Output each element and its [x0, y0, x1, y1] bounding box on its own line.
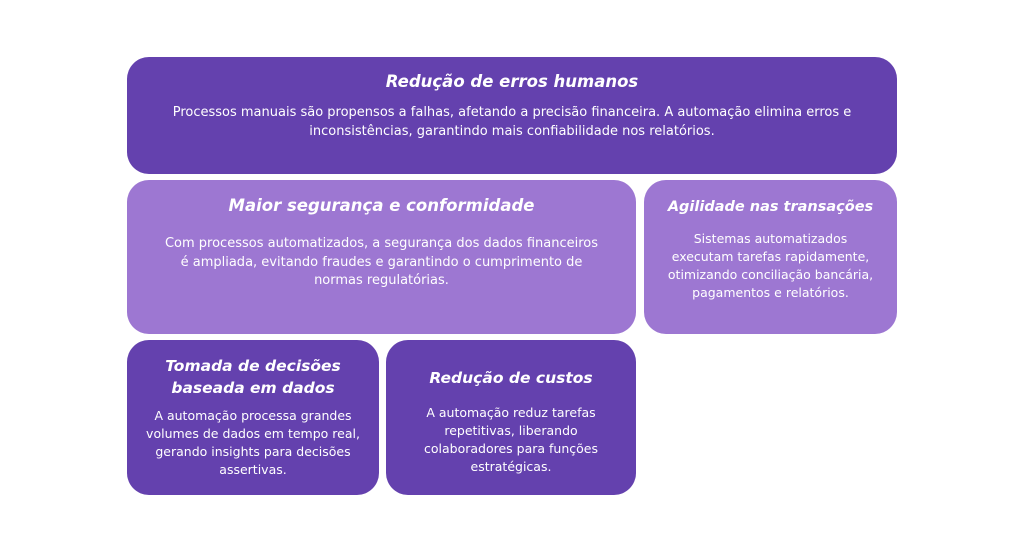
card-title: Maior segurança e conformidade — [228, 196, 535, 215]
card-tomada-decisoes: Tomada de decisões baseada em dados A au… — [127, 340, 379, 495]
card-title: Redução de erros humanos — [385, 72, 639, 91]
card-body: Processos manuais são propensos a falhas… — [172, 105, 852, 139]
card-title: Redução de custos — [429, 369, 593, 387]
card-body: A automação processa grandes volumes de … — [146, 408, 360, 477]
card-body: Sistemas automatizados executam tarefas … — [667, 231, 874, 300]
card-body: Com processos automatizados, a segurança… — [164, 236, 599, 288]
card-title: Tomada de decisões baseada em dados — [165, 357, 341, 397]
card-body: A automação reduz tarefas repetitivas, l… — [424, 405, 598, 474]
card-agilidade-transacoes: Agilidade nas transações Sistemas automa… — [644, 180, 897, 334]
card-reducao-custos: Redução de custos A automação reduz tare… — [386, 340, 636, 495]
card-seguranca-conformidade: Maior segurança e conformidade Com proce… — [127, 180, 636, 334]
card-reducao-erros: Redução de erros humanos Processos manua… — [127, 57, 897, 174]
card-title: Agilidade nas transações — [667, 199, 874, 215]
